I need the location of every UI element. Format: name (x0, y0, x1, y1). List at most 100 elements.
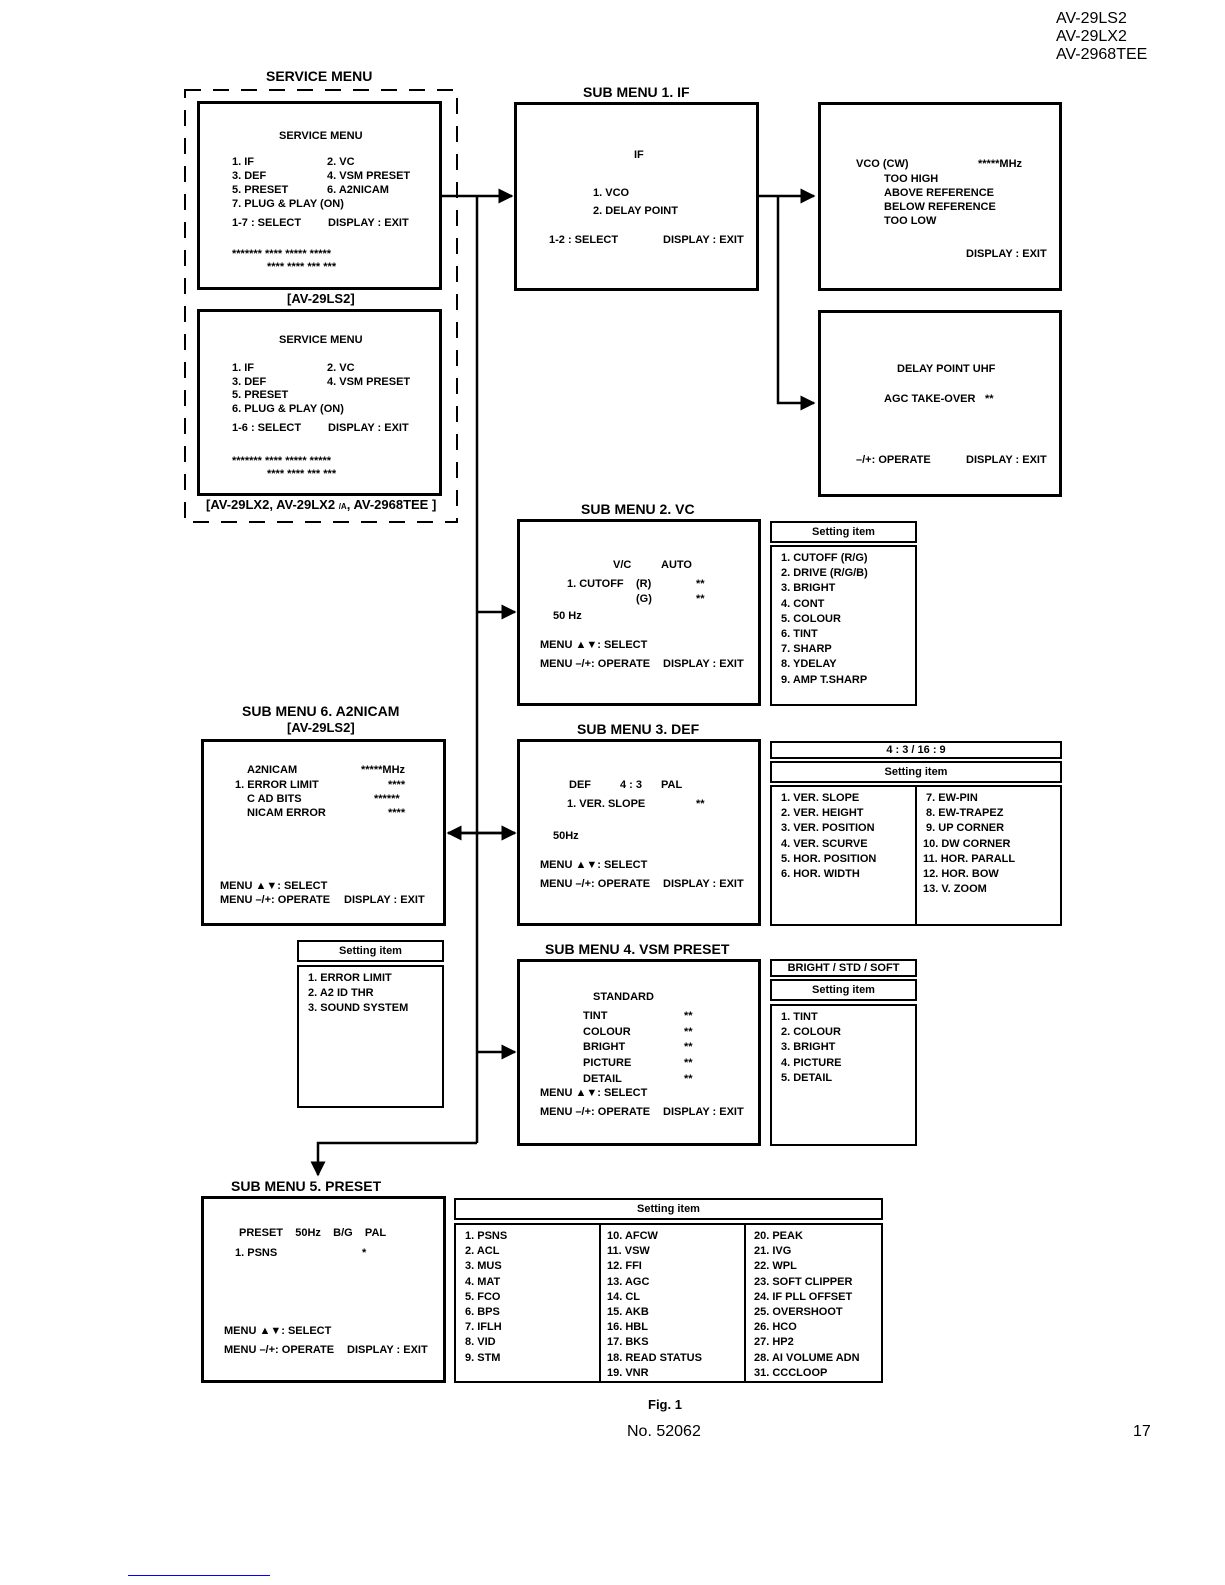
service-menu-heading: SERVICE MENU (266, 68, 373, 84)
menu-item: 2. DELAY POINT (593, 205, 678, 217)
screen-title: IF (634, 149, 644, 161)
vco-line: TOO HIGH (884, 173, 939, 185)
menu-item: 2. VC (327, 156, 355, 168)
service-menu-dashed-frame (184, 89, 458, 523)
menu-item: 3. DEF (232, 170, 267, 182)
sub4-setting-header: Setting item (770, 979, 917, 1001)
arrow-sub1-to-delay (776, 196, 816, 411)
model-name-1: AV-29LS2 (1056, 10, 1127, 27)
row-label: BRIGHT (583, 1041, 626, 1053)
mode-label: STANDARD (593, 991, 654, 1003)
row-label: C AD BITS (247, 793, 302, 805)
row-value: ** (684, 1057, 693, 1069)
arrow-to-sub5 (310, 1141, 477, 1177)
sub6-screen: A2NICAM *****MHz 1. ERROR LIMIT **** C A… (201, 739, 446, 926)
psns-value: * (362, 1247, 367, 1259)
row-value: **** (388, 807, 406, 819)
select-hint: MENU ▲▼: SELECT (540, 639, 648, 651)
document-number: No. 52062 (627, 1423, 701, 1440)
vc-label: V/C (613, 559, 632, 571)
menu-item: 7. PLUG & PLAY (ON) (232, 198, 344, 210)
g-value: ** (696, 593, 705, 605)
service-menu-ls2-screen: SERVICE MENU 1. IF 2. VC 3. DEF 4. VSM P… (197, 101, 442, 290)
exit-hint: DISPLAY : EXIT (966, 248, 1047, 260)
setting-header-label: Setting item (884, 766, 948, 778)
row-value: **** (388, 779, 406, 791)
row-label: DETAIL (583, 1073, 622, 1085)
ver-slope-value: ** (696, 798, 705, 810)
stars-line: **** **** *** *** (267, 468, 337, 480)
auto-label: AUTO (661, 559, 692, 571)
delay-point-screen: DELAY POINT UHF AGC TAKE-OVER ** –/+: OP… (818, 310, 1062, 497)
vco-line: ABOVE REFERENCE (884, 187, 995, 199)
operate-hint: MENU –/+: OPERATE (540, 1106, 651, 1118)
service-menu-lx2-screen: SERVICE MENU 1. IF 2. VC 3. DEF 4. VSM P… (197, 309, 442, 496)
setting-header-label: Setting item (637, 1203, 700, 1215)
sub2-setting-header: Setting item (770, 521, 917, 543)
sub4-screen: STANDARD TINT ** COLOUR ** BRIGHT ** PIC… (517, 959, 761, 1146)
exit-hint: DISPLAY : EXIT (663, 234, 744, 246)
sub1-heading: SUB MENU 1. IF (583, 84, 690, 100)
sub1-screen: IF 1. VCO 2. DELAY POINT 1-2 : SELECT DI… (514, 102, 759, 291)
hz-label: 50Hz (553, 830, 579, 842)
sub5-screen: PRESET 50Hz B/G PAL 1. PSNS * MENU ▲▼: S… (201, 1196, 446, 1383)
a2nicam-label: A2NICAM (247, 764, 298, 776)
vco-line: BELOW REFERENCE (884, 201, 996, 213)
sub5-setting-header: Setting item (454, 1198, 883, 1220)
select-hint: MENU ▲▼: SELECT (220, 880, 328, 892)
model-name-2: AV-29LX2 (1056, 28, 1127, 45)
stars-line: **** **** *** *** (267, 261, 337, 273)
select-hint: MENU ▲▼: SELECT (540, 1087, 648, 1099)
sub3-screen: DEF 4 : 3 PAL 1. VER. SLOPE ** 50Hz MENU… (517, 739, 761, 926)
menu-item: 3. DEF (232, 376, 267, 388)
sub6-heading: SUB MENU 6. A2NICAM (242, 703, 400, 719)
exit-hint: DISPLAY : EXIT (328, 422, 409, 434)
select-hint: 1-2 : SELECT (549, 234, 619, 246)
screen-title: SERVICE MENU (279, 130, 363, 142)
model-name-3: AV-2968TEE (1056, 46, 1148, 63)
exit-hint: DISPLAY : EXIT (344, 894, 425, 906)
row-value: ** (684, 1041, 693, 1053)
sub6-model: [AV-29LS2] (287, 720, 355, 735)
sub2-screen: V/C AUTO 1. CUTOFF (R) ** (G) ** 50 Hz M… (517, 519, 761, 706)
menu-item: 1. VCO (593, 187, 630, 199)
stars-line: ******* **** ***** ***** (232, 248, 332, 260)
sub3-setting-header: Setting item (770, 761, 1062, 783)
stars-line: ******* **** ***** ***** (232, 455, 332, 467)
r-label: (R) (636, 578, 652, 590)
setting-header-label: Setting item (812, 984, 875, 996)
setting-header-label: Setting item (339, 945, 402, 957)
mode-header-label: BRIGHT / STD / SOFT (787, 962, 900, 974)
pal-label: PAL (661, 779, 683, 791)
row-label: 1. ERROR LIMIT (235, 779, 319, 791)
sub5-heading: SUB MENU 5. PRESET (231, 1178, 382, 1194)
row-label: PICTURE (583, 1057, 632, 1069)
sub2-heading: SUB MENU 2. VC (581, 501, 695, 517)
sub3-aspect-header: 4 : 3 / 16 : 9 (770, 741, 1062, 759)
exit-hint: DISPLAY : EXIT (663, 1106, 744, 1118)
a2nicam-value: *****MHz (361, 764, 406, 776)
select-hint: 1-7 : SELECT (232, 217, 302, 229)
preset-line: PRESET 50Hz B/G PAL (239, 1227, 387, 1239)
ls2-caption: [AV-29LS2] (287, 291, 355, 306)
exit-hint: DISPLAY : EXIT (663, 658, 744, 670)
vco-value: *****MHz (978, 158, 1023, 170)
operate-hint: MENU –/+: OPERATE (540, 878, 651, 890)
select-hint: MENU ▲▼: SELECT (540, 859, 648, 871)
row-value: ** (684, 1010, 693, 1022)
row-value: ** (684, 1026, 693, 1038)
figure-caption: Fig. 1 (648, 1397, 682, 1412)
sub4-mode-header: BRIGHT / STD / SOFT (770, 959, 917, 977)
exit-hint: DISPLAY : EXIT (347, 1344, 428, 1356)
